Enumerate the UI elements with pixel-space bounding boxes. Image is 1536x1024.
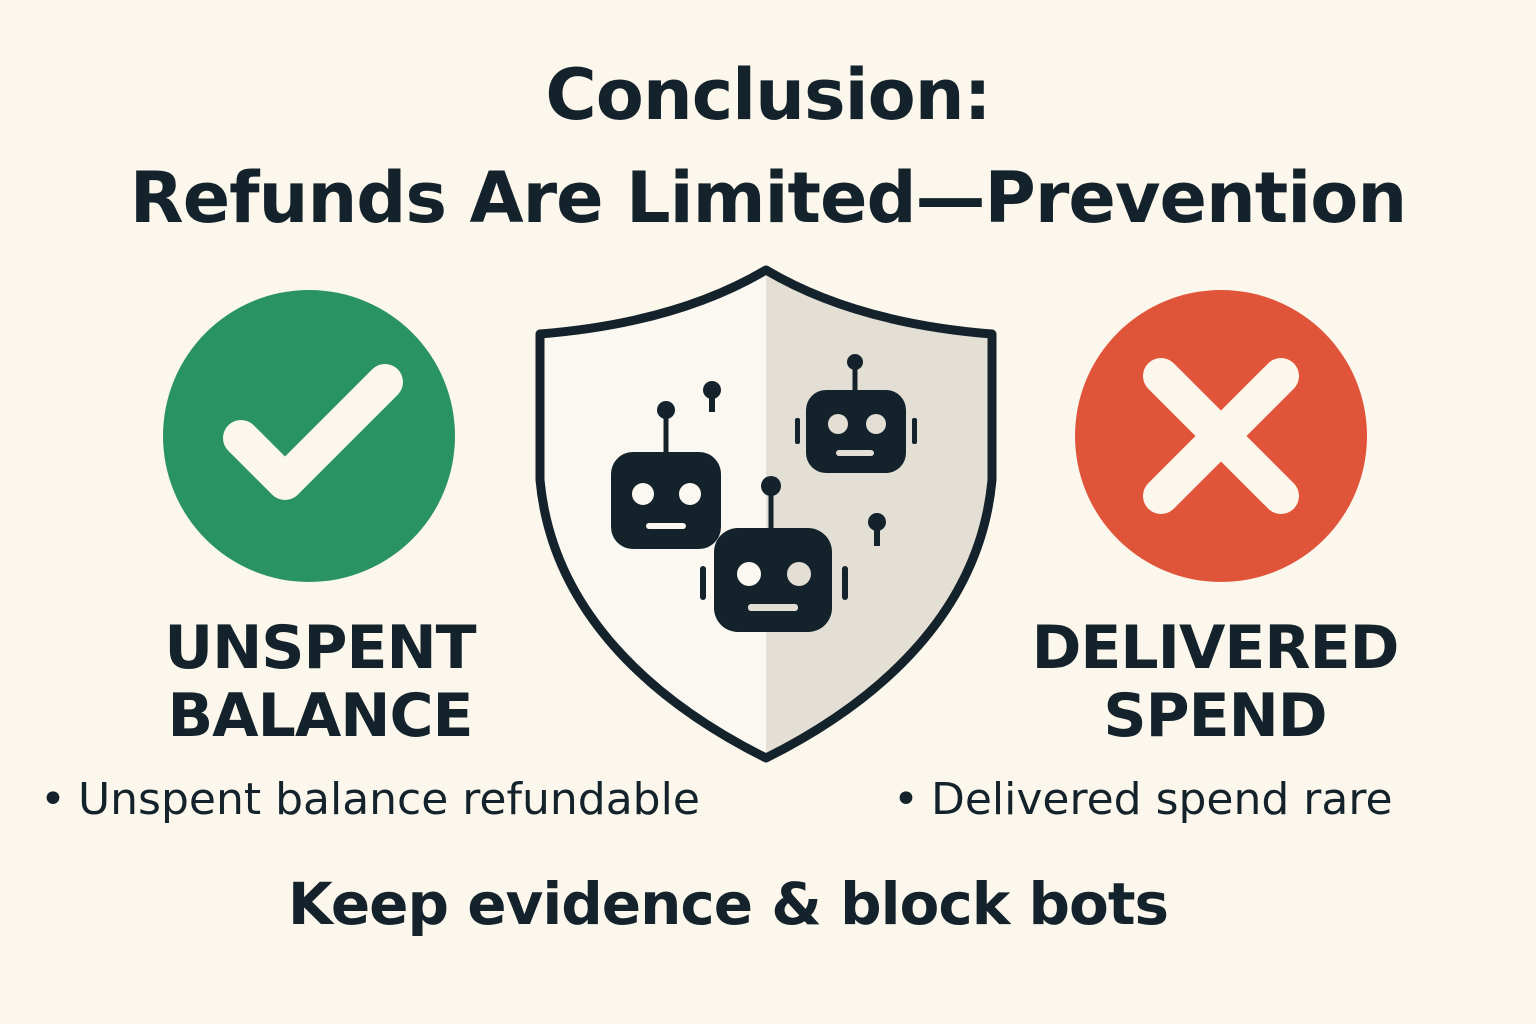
- robot-icon: [795, 354, 917, 473]
- unspent-balance-heading-line-1: UNSPENT: [164, 613, 476, 683]
- robot-icon: [700, 476, 848, 632]
- pin-icon: [703, 381, 721, 412]
- unspent-balance-heading-line-2: BALANCE: [167, 681, 473, 751]
- bullet-dot-icon: •: [893, 774, 919, 825]
- shield-with-bots-icon: [535, 265, 997, 763]
- delivered-spend-heading: DELIVERED SPEND: [1015, 614, 1415, 750]
- unspent-balance-bullet: •Unspent balance refundable: [40, 778, 700, 822]
- title-line-1: Conclusion:: [545, 54, 991, 136]
- footer-call-to-action: Keep evidence & block bots: [287, 870, 1169, 938]
- check-icon: [163, 290, 455, 582]
- delivered-spend-bullet: •Delivered spend rare: [893, 778, 1393, 822]
- cross-icon: [1075, 290, 1367, 582]
- delivered-spend-heading-line-1: DELIVERED: [1031, 613, 1400, 683]
- unspent-balance-bullet-text: Unspent balance refundable: [77, 774, 700, 825]
- check-badge: [163, 290, 455, 582]
- bullet-dot-icon: •: [40, 774, 66, 825]
- robot-icon: [611, 401, 721, 549]
- unspent-balance-heading: UNSPENT BALANCE: [120, 614, 520, 750]
- delivered-spend-bullet-text: Delivered spend rare: [930, 774, 1393, 825]
- delivered-spend-heading-line-2: SPEND: [1103, 681, 1327, 751]
- pin-icon: [868, 513, 886, 546]
- title-line-2: Refunds Are Limited—Prevention: [129, 157, 1407, 239]
- cross-badge: [1075, 290, 1367, 582]
- shield-icon: [535, 265, 997, 763]
